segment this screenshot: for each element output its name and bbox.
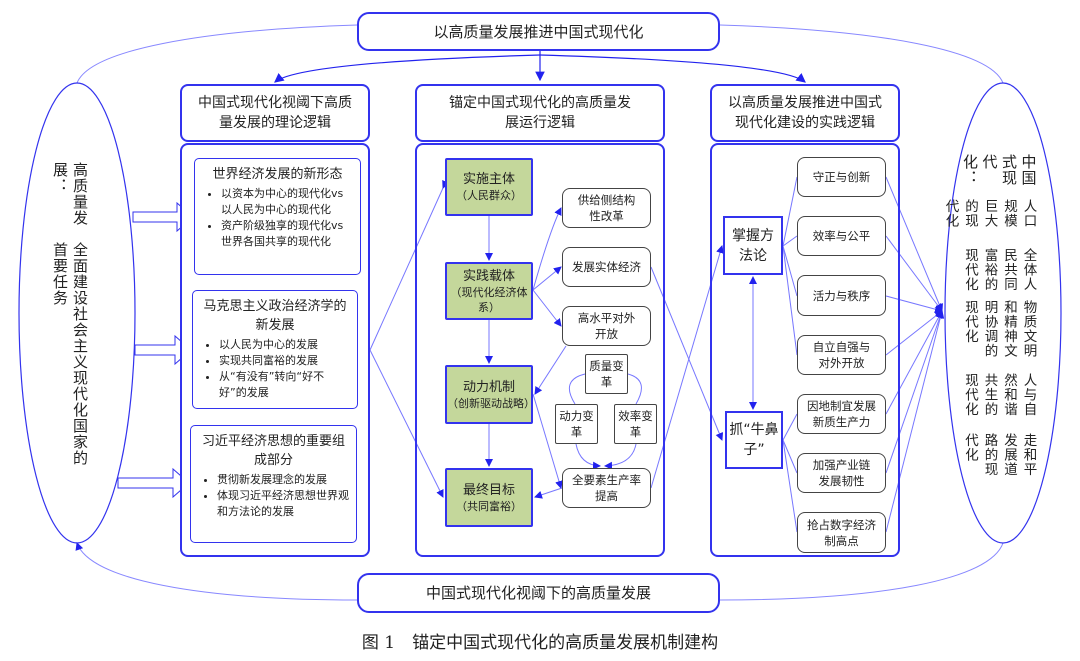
modernization-feature: 走和平发展道路的现代化 [962,432,1037,477]
mechanism-title: 动力机制 [462,379,515,395]
mechanism-sub: （人民群众） [456,189,522,202]
col2-body [415,143,665,557]
theory-bullet: 贯彻新发展理念的发展 [217,472,350,488]
big-arrow-3 [117,467,190,499]
theory-block: 世界经济发展的新形态 以资本为中心的现代化vs以人民为中心的现代化资产阶级独享的… [194,158,361,275]
theory-bullet: 从“有没有”转向“好不好”的发展 [219,369,351,401]
path-box: 供给侧结构性改革 [562,188,651,228]
left-ellipse-body: 全面建设社会主义现代化国家的首要任务 [51,241,89,466]
path-box: 全要素生产率提高 [562,468,651,508]
right-ellipse-title: 中国式现代化： [961,154,1038,186]
theory-bullet: 以人民为中心的发展 [219,337,351,353]
mechanism-box: 实施主体 （人民群众） [445,158,533,216]
right-ellipse [944,82,1062,544]
theory-bullet: 体现习近平经济思想世界观和方法论的发展 [217,488,350,520]
top-goal-box: 以高质量发展推进中国式现代化 [357,12,720,51]
path-box: 发展实体经济 [562,247,651,287]
practice-item: 守正与创新 [797,157,886,197]
col1-header: 中国式现代化视阈下高质量发展的理论逻辑 [180,84,370,142]
col3-header: 以高质量发展推进中国式现代化建设的实践逻辑 [710,84,900,142]
change-box: 质量变革 [585,354,628,394]
practice-item: 因地制宜发展新质生产力 [797,394,886,434]
mechanism-title: 实施主体 [462,172,515,187]
path-box: 高水平对外开放 [562,306,651,346]
mechanism-title: 实践载体 [462,268,515,284]
practice-item: 加强产业链发展韧性 [797,453,886,493]
mechanism-title: 最终目标 [462,482,515,498]
theory-bullet: 资产阶级独享的现代化vs世界各国共享的现代化 [221,218,354,250]
theory-block-title: 习近平经济思想的重要组成部分 [201,434,345,468]
modernization-feature: 全体人民共同富裕的现代化 [962,248,1037,292]
practice-item: 自立自强与对外开放 [797,335,886,375]
change-box: 效率变革 [614,404,657,444]
col2-header: 锚定中国式现代化的高质量发展运行逻辑 [415,84,665,142]
right-ellipse-text: 中国式现代化： 人口规模巨大的现代化 全体人民共同富裕的现代化 物质文明和精神文… [940,150,1038,480]
mechanism-box: 最终目标（共同富裕） [445,468,533,527]
mechanism-sub: （共同富裕） [456,499,522,513]
mechanism-box: 动力机制（创新驱动战略） [445,365,535,424]
col3-body [710,143,900,557]
left-ellipse-title: 高质量发展： [51,162,89,226]
left-ellipse [18,82,136,544]
mechanism-sub: （创新驱动战略） [447,396,535,410]
practice-item: 效率与公平 [797,216,886,256]
figure-caption: 图 1 锚定中国式现代化的高质量发展机制建构 [361,633,719,653]
modernization-feature: 人口规模巨大的现代化 [942,199,1037,229]
method-box: 掌握方法论 [723,216,783,275]
modernization-feature: 人与自然和谐共生的现代化 [962,372,1037,417]
theory-block-title: 世界经济发展的新形态 [212,167,343,182]
change-box: 动力变革 [555,404,598,444]
theory-block: 马克思主义政治经济学的新发展 以人民为中心的发展实现共同富裕的发展从“有没有”转… [192,290,358,409]
mechanism-box: 实践载体（现代化经济体系） [445,262,533,320]
left-ellipse-text: 高质量发展： 全面建设社会主义现代化国家的首要任务 [50,150,90,480]
practice-item: 活力与秩序 [797,275,886,316]
modernization-feature: 物质文明和精神文明协调的现代化 [962,300,1037,359]
bottom-foundation-box: 中国式现代化视阈下的高质量发展 [357,573,720,613]
mechanism-sub: （现代化经济体系） [450,285,528,314]
theory-block: 习近平经济思想的重要组成部分 贯彻新发展理念的发展体现习近平经济思想世界观和方法… [190,425,357,543]
theory-block-title: 马克思主义政治经济学的新发展 [203,299,347,333]
method-box: 抓“牛鼻子” [725,411,783,469]
theory-bullet: 实现共同富裕的发展 [219,353,351,369]
practice-item: 抢占数字经济制高点 [797,512,886,553]
theory-bullet: 以资本为中心的现代化vs以人民为中心的现代化 [221,186,354,218]
